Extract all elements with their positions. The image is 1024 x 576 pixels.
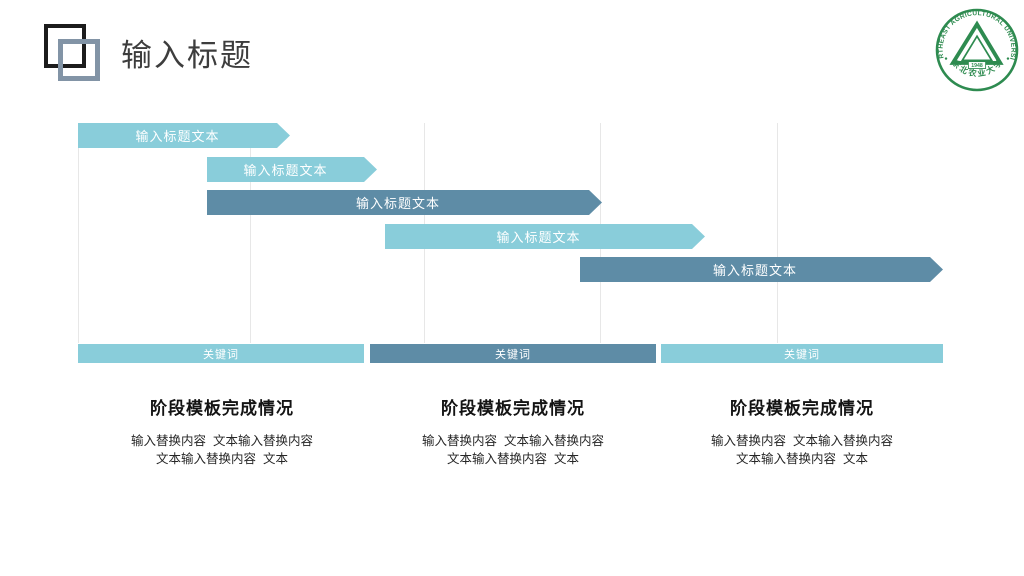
keyword-label: 关键词: [495, 348, 531, 361]
column-text-line: 输入替换内容 文本输入替换内容: [131, 434, 313, 448]
column-text-line: 文本输入替换内容 文本: [736, 452, 868, 466]
keyword-bar-3: 关键词: [661, 344, 943, 363]
timeline-bar-label: 输入标题文本: [243, 163, 328, 178]
column-text-line: 输入替换内容 文本输入替换内容: [711, 434, 893, 448]
timeline-bar-3: 输入标题文本: [207, 190, 602, 215]
stage-summary-column-2: 阶段模板完成情况 输入替换内容 文本输入替换内容 文本输入替换内容 文本: [353, 394, 673, 468]
slate-square-outline: [58, 39, 100, 81]
black-square-outline: [44, 24, 86, 68]
column-text-line: 文本输入替换内容 文本: [447, 452, 579, 466]
column-heading: 阶段模板完成情况: [441, 399, 585, 418]
keyword-bar-1: 关键词: [78, 344, 364, 363]
gridline: [777, 123, 778, 343]
keyword-label: 关键词: [203, 348, 239, 361]
stage-summary-column-1: 阶段模板完成情况 输入替换内容 文本输入替换内容 文本输入替换内容 文本: [62, 394, 382, 468]
keyword-label: 关键词: [784, 348, 820, 361]
timeline-bar-label: 输入标题文本: [496, 230, 581, 245]
timeline-bar-label: 输入标题文本: [712, 263, 797, 278]
column-heading: 阶段模板完成情况: [730, 399, 874, 418]
timeline-bar-2: 输入标题文本: [207, 157, 377, 182]
university-seal-icon: NORTHEAST AGRICULTURAL UNIVERSITY 1948 东…: [931, 2, 1019, 92]
logo-year: 1948: [971, 63, 983, 69]
column-text-line: 文本输入替换内容 文本: [156, 452, 288, 466]
keyword-bar-2: 关键词: [370, 344, 656, 363]
timeline-bar-4: 输入标题文本: [385, 224, 705, 249]
title-decoration-squares-icon: [44, 24, 104, 86]
university-seal-logo: NORTHEAST AGRICULTURAL UNIVERSITY 1948 东…: [931, 2, 1020, 93]
page-title: 输入标题: [121, 38, 253, 73]
stage-summary-column-3: 阶段模板完成情况 输入替换内容 文本输入替换内容 文本输入替换内容 文本: [642, 394, 962, 468]
timeline-bar-label: 输入标题文本: [355, 196, 440, 211]
timeline-bar-label: 输入标题文本: [135, 129, 220, 144]
gridline: [78, 123, 79, 343]
column-heading: 阶段模板完成情况: [150, 399, 294, 418]
gridline: [250, 123, 251, 343]
timeline-bar-5: 输入标题文本: [580, 257, 943, 282]
column-text-line: 输入替换内容 文本输入替换内容: [422, 434, 604, 448]
timeline-bar-1: 输入标题文本: [78, 123, 290, 148]
